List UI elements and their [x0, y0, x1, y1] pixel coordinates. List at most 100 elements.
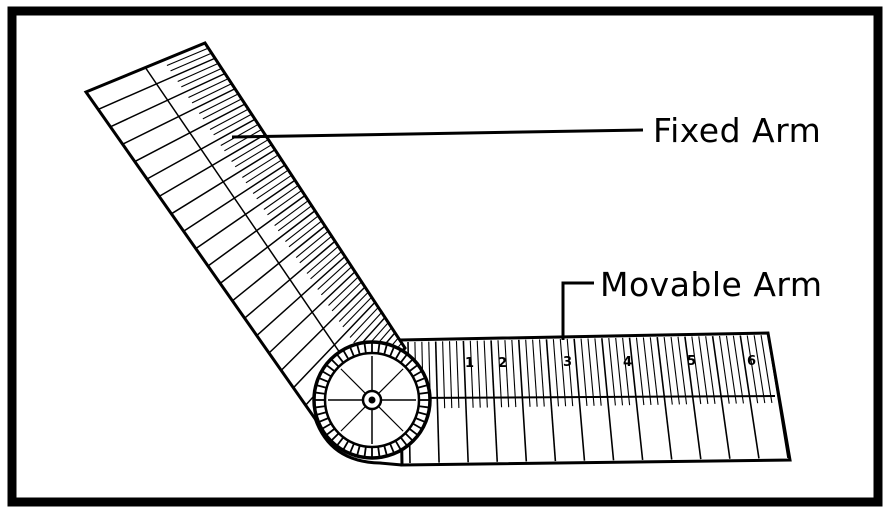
dial-tooth [330, 432, 340, 442]
dial-tooth [348, 443, 355, 454]
fixed-arm-tick [349, 306, 379, 338]
movable-arm-tick [615, 337, 624, 406]
protractor-dial [312, 340, 432, 460]
fixed-arm-tick [245, 159, 282, 184]
fixed-arm-tick [234, 144, 272, 168]
fixed-arm-tick [231, 139, 269, 162]
movable-arm-tick [469, 340, 474, 408]
fixed-arm-tick [328, 276, 359, 306]
movable-arm-tick [559, 338, 567, 407]
fixed-arm-tick [338, 291, 369, 322]
dial-tooth [335, 353, 345, 364]
fixed-arm-tick [263, 184, 299, 210]
dial-tooth [412, 370, 423, 378]
dial-tooth [394, 440, 402, 451]
fixed-arm-tick [331, 281, 363, 312]
fixed-arm-tick [306, 245, 339, 274]
dial-tooth [408, 427, 419, 437]
dial-tooth [330, 358, 340, 368]
dial-tooth [377, 342, 381, 354]
fixed-arm-tick [213, 113, 252, 136]
movable-arm-tick [760, 335, 773, 404]
dial-tooth [315, 411, 327, 416]
dial-tooth [335, 436, 345, 447]
fixed-arm-tick [202, 98, 242, 120]
dial-tooth [389, 346, 396, 357]
dial-pivot-center [368, 396, 376, 404]
fixed-arm-tick [288, 220, 323, 248]
fixed-arm-tick [242, 154, 279, 178]
fixed-arm-tick [353, 312, 383, 344]
movable-arm-tick [691, 336, 702, 405]
movable-arm-tick [698, 336, 709, 405]
movable-arm-tick [753, 335, 766, 404]
fixed-arm-body [83, 41, 407, 443]
fixed-arm-tick [199, 93, 239, 114]
dial-tooth [415, 417, 426, 424]
fixed-arm-tick [342, 296, 373, 328]
movable-arm-tick [705, 336, 716, 404]
dial-tooth [348, 346, 355, 357]
dial-tooth [377, 446, 381, 458]
movable-arm-tick [677, 336, 688, 405]
movable-arm-tick [656, 337, 673, 460]
fixed-arm-tick [166, 47, 209, 66]
movable-arm-tick [587, 338, 595, 406]
movable-arm-tick [601, 338, 615, 461]
fixed-arm-tick [310, 251, 343, 280]
movable-arm-tick [635, 337, 645, 406]
fixed-arm-tick [177, 62, 219, 82]
fixed-arm-label: Fixed Arm [653, 111, 821, 150]
movable-arm-tick [483, 340, 488, 408]
scale-number: 6 [747, 354, 756, 369]
fixed-arm-tick [191, 83, 232, 104]
fixed-arm-tick [209, 108, 249, 130]
movable-arm-tick [462, 340, 469, 463]
dial-tooth [399, 436, 409, 447]
movable-arm-tick [517, 339, 528, 462]
movable-arm-tick [684, 336, 702, 460]
fixed-arm-tick [299, 235, 333, 264]
movable-arm-tick [711, 335, 731, 459]
movable-arm-tick [504, 340, 510, 408]
dial-tooth [415, 376, 426, 383]
movable-arm-leader-line [561, 281, 594, 340]
movable-arm-tick [476, 340, 481, 408]
dial-tooth [315, 384, 327, 389]
scale-number: 2 [498, 356, 507, 371]
scale-number: 4 [623, 355, 632, 370]
fixed-arm-callout: Fixed Arm [231, 111, 821, 150]
scale-number: 1 [465, 356, 474, 371]
dial-tooth [417, 411, 429, 416]
movable-arm-tick [642, 337, 652, 405]
dial-tooth [418, 391, 430, 395]
dial-tooth [314, 391, 326, 395]
movable-arm-tick [622, 337, 631, 406]
dial-tooth [325, 427, 336, 437]
movable-arm-tick [566, 338, 574, 407]
dial-tooth [408, 363, 419, 373]
fixed-arm-tick [317, 261, 349, 290]
movable-arm-tick [497, 340, 503, 408]
dial-tooth [363, 446, 367, 458]
fixed-arm-tick [220, 123, 259, 146]
dial-tooth [383, 343, 388, 355]
dial-tooth [363, 342, 367, 354]
fixed-arm-tick [181, 67, 222, 88]
fixed-arm-tick [188, 78, 229, 98]
dial-tooth [399, 353, 409, 364]
dial-tooth [318, 376, 329, 383]
dial-tooth [356, 445, 361, 457]
fixed-arm-tick [170, 52, 212, 72]
dial-tooth [321, 370, 332, 378]
movable-arm-label: Movable Arm [600, 265, 823, 304]
movable-arm-tick [670, 336, 680, 405]
movable-arm-tick [434, 341, 440, 463]
movable-arm-tick [628, 337, 644, 461]
movable-arm-scale: 1 2 3 4 5 6 [465, 354, 756, 371]
dial-spoke [340, 406, 366, 432]
fixed-arm-leader-line [231, 128, 644, 139]
dial-spoke [378, 406, 404, 432]
scale-number: 3 [563, 355, 572, 370]
